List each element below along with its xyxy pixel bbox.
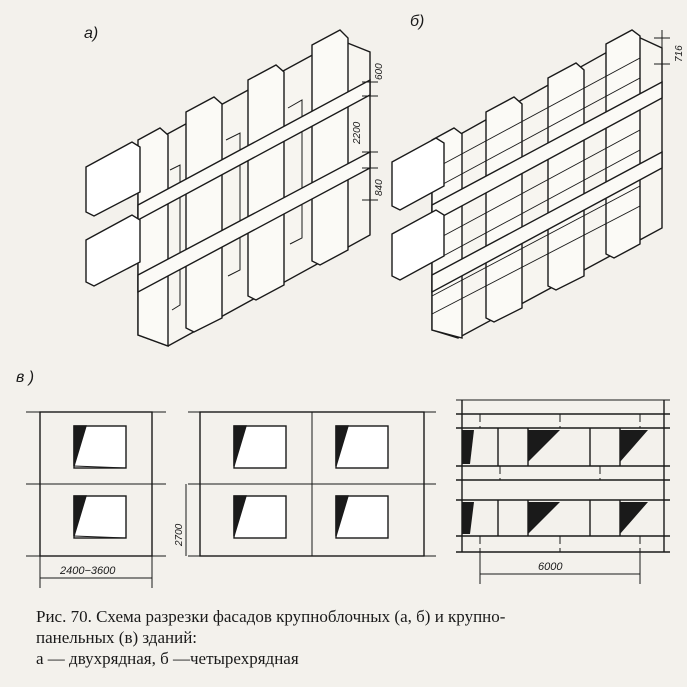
dim-6000: 6000 xyxy=(538,561,563,573)
label-a: а) xyxy=(84,25,98,42)
dim-600: 600 xyxy=(374,63,385,80)
dim-2700: 2700 xyxy=(174,523,185,547)
label-b: б) xyxy=(410,13,424,30)
panel-facade-2 xyxy=(185,411,436,557)
dim-2400-3600: 2400−3600 xyxy=(59,565,116,577)
caption-line-1: Рис. 70. Схема разрезки фасадов крупнобл… xyxy=(36,607,506,626)
dim-840: 840 xyxy=(374,179,385,196)
facade-b-four-row xyxy=(391,29,670,339)
caption-line-3: а — двухрядная, б —четырехрядная xyxy=(36,649,299,668)
dim-716: 716 xyxy=(674,45,685,62)
caption-line-2: панельных (в) зданий: xyxy=(36,628,198,647)
label-c: в ) xyxy=(16,369,34,386)
panel-facade-1 xyxy=(26,411,166,588)
facade-a-two-row xyxy=(85,29,378,348)
figure-caption: Рис. 70. Схема разрезки фасадов крупнобл… xyxy=(36,606,676,669)
dim-2200: 2200 xyxy=(352,121,363,145)
panel-facade-3 xyxy=(456,399,670,584)
